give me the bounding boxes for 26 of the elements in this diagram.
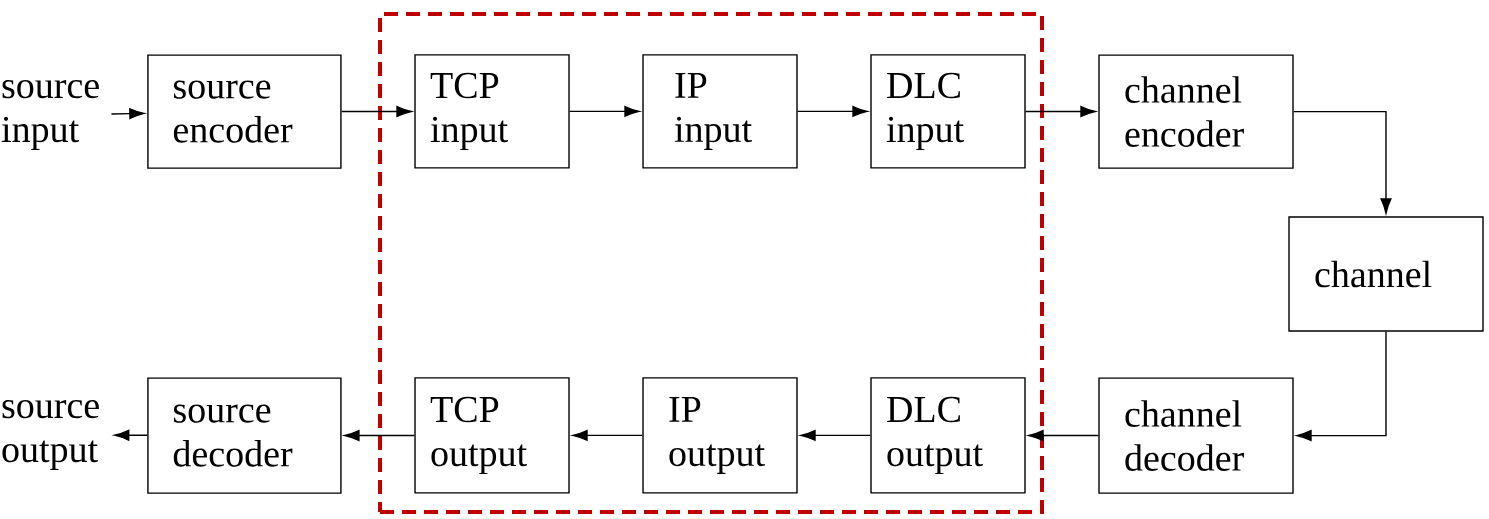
arrow [113, 429, 148, 441]
text-label: source input [1, 80, 99, 150]
arrow [800, 429, 871, 441]
dashed-region [378, 12, 1044, 514]
text-label: source output [2, 400, 99, 470]
arrow [340, 105, 412, 117]
process-box: channel encoder [1098, 54, 1294, 169]
arrow [1028, 429, 1099, 441]
process-box: DLC output [870, 377, 1026, 494]
process-box: TCP input [414, 54, 570, 169]
arrow [1296, 331, 1387, 442]
process-box: source decoder [147, 377, 342, 494]
arrow [110, 108, 145, 120]
process-box: DLC input [870, 54, 1026, 169]
process-box: IP input [642, 54, 798, 169]
process-box: TCP output [414, 377, 570, 494]
arrow [1025, 105, 1096, 118]
process-box: channel decoder [1098, 377, 1294, 494]
arrow [1293, 110, 1392, 214]
arrow [572, 429, 643, 441]
arrow [569, 105, 640, 117]
process-box: channel [1288, 216, 1484, 332]
process-box: source encoder [147, 54, 342, 169]
arrow [797, 105, 868, 117]
arrow [344, 429, 415, 442]
process-box: IP output [642, 377, 798, 494]
